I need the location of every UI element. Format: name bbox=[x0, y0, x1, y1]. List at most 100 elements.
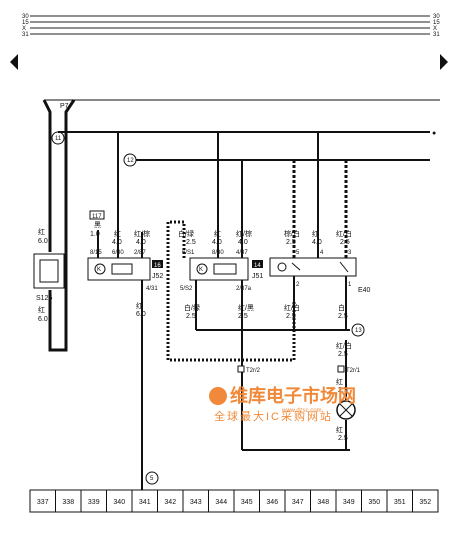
j52-wires bbox=[97, 132, 143, 490]
j52-d-pin: 4/31 bbox=[146, 286, 158, 292]
node-5-label: 5 bbox=[150, 476, 154, 482]
j52-a-pin: 8/15 bbox=[90, 250, 102, 256]
rb-color: 红/黑 bbox=[238, 303, 254, 312]
left-arrow bbox=[10, 54, 18, 70]
j51-wires bbox=[195, 132, 350, 451]
svg-text:K: K bbox=[97, 267, 101, 273]
main-feed-wire bbox=[42, 99, 76, 352]
right-arrow bbox=[440, 54, 448, 70]
node-5 bbox=[145, 471, 159, 485]
rb2-size: 2.5 bbox=[338, 351, 348, 358]
e40-b-color: 红 bbox=[312, 229, 319, 238]
j52-a-color: 黑 bbox=[94, 221, 101, 229]
ruler-cell-label: 345 bbox=[241, 499, 253, 506]
node-12-label: 12 bbox=[127, 158, 134, 164]
ruler-cell-label: 350 bbox=[368, 499, 380, 506]
e40-c-size: 2.5 bbox=[340, 239, 350, 246]
e40-c-pin: 3 bbox=[348, 250, 352, 256]
ruler-cell-label: 337 bbox=[37, 499, 49, 506]
p7-label: P7 bbox=[60, 103, 69, 110]
j51-a-size: 2.5 bbox=[186, 239, 196, 246]
terminal-31-right: 31 bbox=[433, 32, 440, 38]
t2r1-color: 红 bbox=[336, 377, 343, 386]
j52-d-color: 红 bbox=[136, 301, 143, 310]
terminal-15-right: 15 bbox=[433, 20, 440, 26]
rb-size: 2.5 bbox=[238, 313, 248, 320]
e40-a-pin: 5 bbox=[296, 250, 300, 256]
terminal-15-left: 15 bbox=[22, 20, 29, 26]
hatched-wire-loop bbox=[166, 220, 296, 362]
ruler-cell-label: 339 bbox=[88, 499, 100, 506]
s125-top-color: 红 bbox=[38, 227, 45, 236]
j52-b-size: 4.0 bbox=[112, 239, 122, 246]
top-bus-lines bbox=[30, 15, 430, 35]
bot-b-color: 红/白 bbox=[284, 303, 300, 312]
watermark-slogan: 全球最大IC采购网站 bbox=[214, 409, 333, 423]
ruler-cell-label: 343 bbox=[190, 499, 202, 506]
j51-c-pin: 4/87 bbox=[236, 250, 248, 256]
node-13 bbox=[351, 323, 365, 337]
bus-11-end: ● bbox=[432, 130, 436, 137]
j52-d-size: 6.0 bbox=[136, 311, 146, 318]
j52-b-pin: 6/30 bbox=[112, 250, 124, 256]
e40-c-color: 红/白 bbox=[336, 229, 352, 238]
e40-b-pin: 4 bbox=[320, 250, 324, 256]
t2r1-size: 2.5 bbox=[338, 387, 348, 394]
ruler-cell-label: 342 bbox=[164, 499, 176, 506]
t2r1-label: T2r/1 bbox=[346, 368, 361, 374]
j51-tag: 14 bbox=[254, 263, 261, 269]
e40-switch: E40 bbox=[269, 257, 371, 294]
j52-a-size: 1.0 bbox=[90, 231, 100, 238]
e40-wires bbox=[196, 132, 350, 450]
ruler-cell-label: 347 bbox=[292, 499, 304, 506]
e40-label: E40 bbox=[358, 287, 371, 294]
j51-label: J51 bbox=[252, 273, 263, 280]
terminal-30-right: 30 bbox=[433, 14, 440, 20]
bot-d-size: 2.5 bbox=[338, 313, 348, 320]
ruler-cell-label: 349 bbox=[343, 499, 355, 506]
j52-tag: 16 bbox=[154, 263, 161, 269]
svg-text:K: K bbox=[199, 267, 203, 273]
ruler-cell-label: 348 bbox=[317, 499, 329, 506]
e40-a-color: 棕/白 bbox=[284, 229, 300, 238]
j52-c-pin: 2/87 bbox=[134, 250, 146, 256]
node-13-label: 13 bbox=[355, 328, 362, 334]
j52-b-color: 红 bbox=[114, 229, 121, 238]
ruler-cell-label: 340 bbox=[113, 499, 125, 506]
bot-b-size: 2.5 bbox=[286, 313, 296, 320]
ruler-cell-label: 344 bbox=[215, 499, 227, 506]
terminal-31-left: 31 bbox=[22, 32, 29, 38]
j51-b-pin: 8/30 bbox=[212, 250, 224, 256]
bot-d-color: 白 bbox=[338, 303, 345, 312]
ruler-cell-label: 341 bbox=[139, 499, 151, 506]
m-color: 红 bbox=[336, 425, 343, 434]
ruler-cell-label: 338 bbox=[62, 499, 74, 506]
j51-a-color: 白/绿 bbox=[178, 229, 194, 238]
j51-b-color: 红 bbox=[214, 229, 221, 238]
s125-bot-color: 红 bbox=[38, 305, 45, 314]
j52-c-size: 4.0 bbox=[136, 239, 146, 246]
node-11-label: 11 bbox=[55, 136, 62, 142]
t2r2-label: T2r/2 bbox=[246, 368, 261, 374]
terminal-x-left: X bbox=[22, 26, 26, 32]
j51-relay: K 14 J51 bbox=[189, 257, 263, 281]
top-terminal-labels-right: 30 15 X 31 bbox=[433, 14, 440, 38]
s125-label: S125 bbox=[36, 295, 52, 302]
watermark-brand: 维库电子市场网 bbox=[230, 385, 356, 406]
bot-a-color: 白/绿 bbox=[184, 303, 200, 312]
bot-a-size: 2.5 bbox=[186, 313, 196, 320]
j51-c-size: 4.0 bbox=[238, 239, 248, 246]
m-size: 2.5 bbox=[338, 435, 348, 442]
terminal-x-right: X bbox=[433, 26, 437, 32]
e40-d-pin: 2 bbox=[296, 282, 300, 288]
j52-relay: K 16 J52 bbox=[87, 257, 163, 281]
n117-label: 117 bbox=[92, 214, 102, 220]
ruler-cell-label: 352 bbox=[419, 499, 431, 506]
j51-c-color: 红/棕 bbox=[236, 229, 252, 238]
top-terminal-labels-left: 30 15 X 31 bbox=[22, 14, 29, 38]
s125-top-size: 6.0 bbox=[38, 238, 48, 245]
j51-e-pin: 2/87a bbox=[236, 286, 252, 292]
j52-label: J52 bbox=[152, 273, 163, 280]
